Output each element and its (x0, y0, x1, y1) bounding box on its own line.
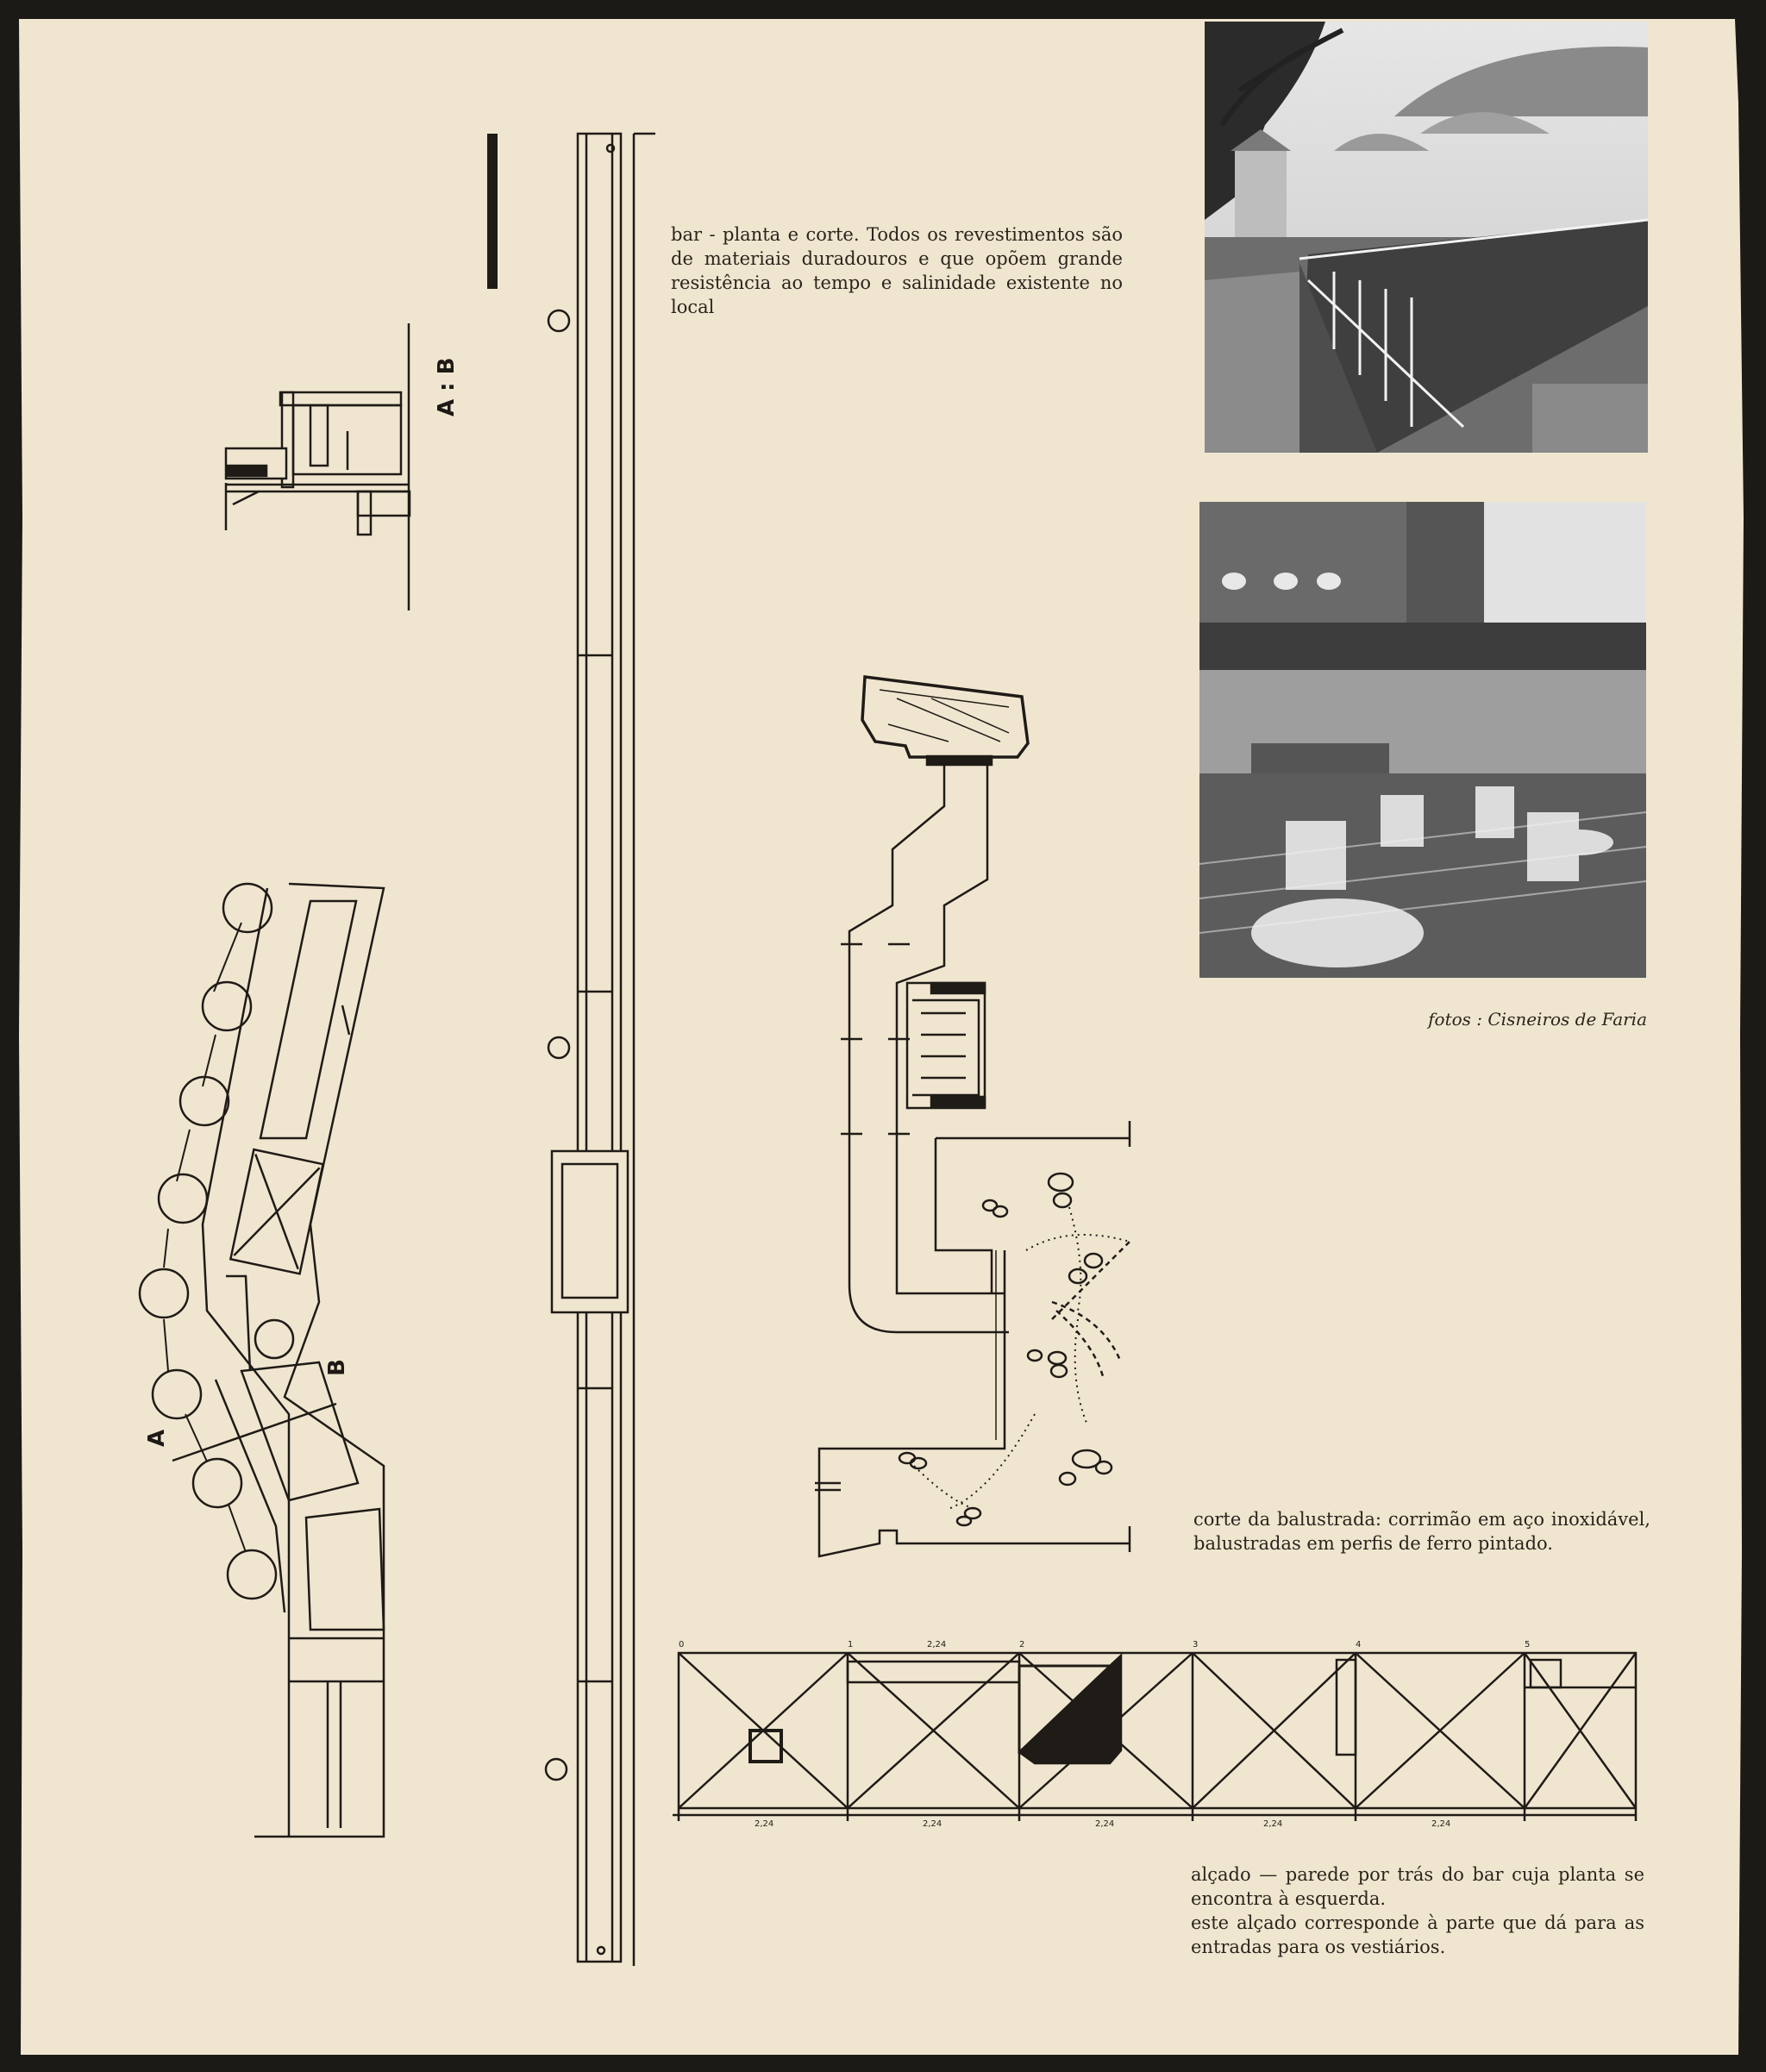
bar-caption: bar - planta e corte. Todos os revestime… (671, 224, 1123, 317)
dimension-label: 2,24 (1263, 1819, 1282, 1829)
axis-number: 3 (1193, 1640, 1198, 1649)
dimension-label: 2,24 (923, 1819, 942, 1829)
photo-credit: fotos : Cisneiros de Faria (1428, 1009, 1647, 1030)
long-plan-strip (544, 132, 655, 1966)
elevation-caption-line-2: este alçado corresponde à parte que dá p… (1191, 1912, 1644, 1957)
dimension-label: 2,24 (1095, 1819, 1114, 1829)
bar-terrace-photo (1199, 502, 1646, 978)
section-ab-label: A : B (434, 357, 460, 416)
axis-number: 5 (1525, 1640, 1530, 1649)
dimension-label: 2,24 (927, 1640, 946, 1649)
balustrade-caption: corte da balustrada: corrimão em aço ino… (1193, 1509, 1650, 1554)
balustrade-section-drawing (815, 675, 1131, 1558)
section-mark-b: B (324, 1359, 350, 1376)
axis-number: 4 (1356, 1640, 1361, 1649)
dimension-label: 2,24 (1431, 1819, 1450, 1829)
section-ab-drawing (224, 134, 498, 610)
axis-number: 2 (1019, 1640, 1024, 1649)
terrace-umbrellas-photo (1205, 22, 1648, 453)
bar-plan-drawing (138, 882, 385, 1838)
elevation-caption: alçado — parede por trás do bar cuja pla… (1191, 1862, 1644, 1959)
elevation-caption-line-1: alçado — parede por trás do bar cuja pla… (1191, 1864, 1644, 1909)
section-mark-a: A (144, 1429, 170, 1447)
elevation-drawing (673, 1651, 1638, 1821)
axis-number: 0 (679, 1640, 684, 1649)
dimension-label: 2,24 (755, 1819, 773, 1829)
axis-number: 1 (848, 1640, 853, 1649)
